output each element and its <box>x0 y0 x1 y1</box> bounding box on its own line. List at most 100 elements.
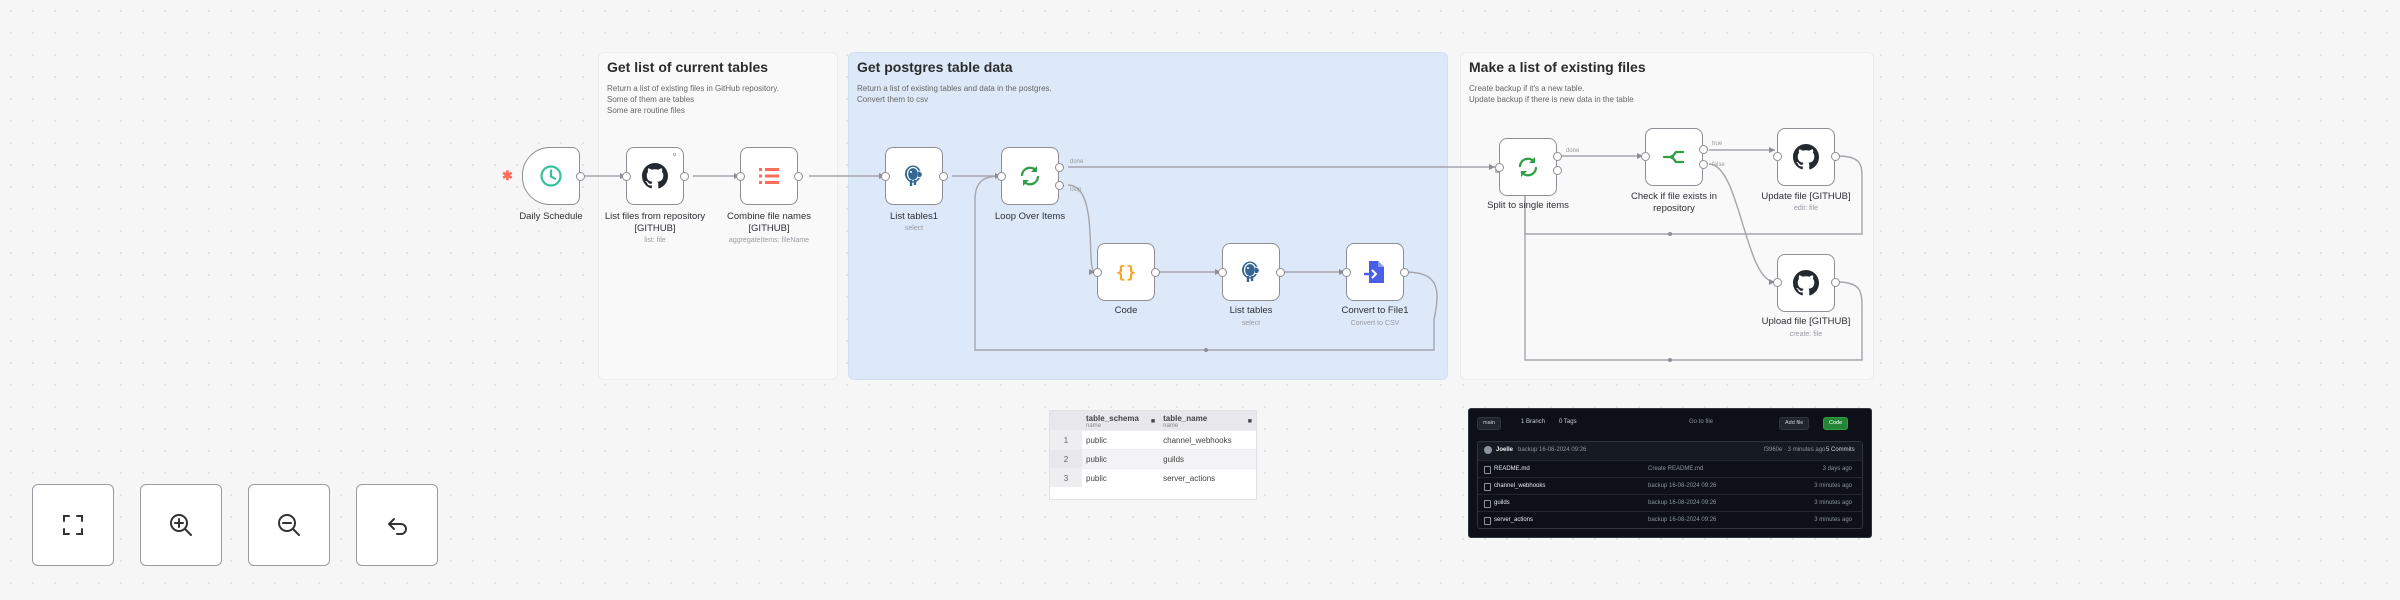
input-port[interactable] <box>622 172 631 181</box>
output-port[interactable] <box>1151 268 1160 277</box>
if-icon <box>1662 150 1685 164</box>
input-port[interactable] <box>881 172 890 181</box>
github-icon <box>1793 270 1819 296</box>
zoom-out-icon <box>278 514 300 536</box>
output-port-false[interactable] <box>1699 160 1708 169</box>
output-port[interactable] <box>680 172 689 181</box>
reset-zoom-icon <box>388 518 407 535</box>
input-port[interactable] <box>1342 268 1351 277</box>
node-label: Split to single items <box>1487 200 1569 211</box>
edge-label-done: done <box>1070 159 1084 165</box>
node-subtitle: select <box>904 225 924 232</box>
node-subtitle: list: file <box>644 237 666 244</box>
zoom-in-icon <box>170 514 192 536</box>
github-icon <box>1793 144 1819 170</box>
output-port[interactable] <box>939 172 948 181</box>
sticky-note-current-tables[interactable]: Get list of current tables Return a list… <box>598 52 838 380</box>
input-port[interactable] <box>1495 163 1504 172</box>
node-subtitle: create: file <box>1789 331 1823 338</box>
zoom-in-button[interactable] <box>140 484 222 566</box>
output-port-loop[interactable] <box>1553 166 1562 175</box>
trigger-bolt-icon: ✱ <box>502 168 513 183</box>
output-port[interactable] <box>1831 278 1840 287</box>
github-icon <box>642 163 668 189</box>
output-port[interactable] <box>576 172 585 181</box>
connection <box>1708 163 1776 283</box>
lock-icon: ■ <box>1247 418 1252 425</box>
go-to-file: Go to file <box>1689 419 1714 425</box>
list-icon <box>759 168 779 184</box>
input-port[interactable] <box>1641 152 1650 161</box>
postgres-icon <box>1242 261 1260 282</box>
output-port[interactable] <box>794 172 803 181</box>
avatar <box>1484 446 1492 454</box>
node-daily-schedule[interactable] <box>522 147 580 205</box>
node-label: List files from repository [GITHUB] <box>604 211 706 234</box>
node-subtitle: aggregateItems: fileName <box>728 237 810 244</box>
node-code[interactable]: {} <box>1097 243 1155 301</box>
node-label: Combine file names [GITHUB] <box>727 211 811 234</box>
sticky-title: Get list of current tables <box>607 59 769 75</box>
output-port-done[interactable] <box>1055 163 1064 172</box>
node-update-file-github[interactable] <box>1777 128 1835 186</box>
node-upload-file-github[interactable] <box>1777 254 1835 312</box>
commits-count: 5 Commits <box>1826 447 1855 453</box>
input-port[interactable] <box>1218 268 1227 277</box>
zoom-out-button[interactable] <box>248 484 330 566</box>
node-label: Daily Schedule <box>519 211 583 222</box>
input-port[interactable] <box>1773 278 1782 287</box>
sticky-title: Get postgres table data <box>857 59 1013 75</box>
output-port-loop[interactable] <box>1055 181 1064 190</box>
github-repo-preview: main 1 Branch 0 Tags Go to file Add file… <box>1468 408 1872 538</box>
node-split-single-items[interactable] <box>1499 138 1557 196</box>
connection <box>1067 184 1096 273</box>
node-subtitle: select <box>1241 320 1261 327</box>
input-port[interactable] <box>1093 268 1102 277</box>
node-convert-to-file[interactable] <box>1346 243 1404 301</box>
output-port-done[interactable] <box>1553 152 1562 161</box>
input-port[interactable] <box>736 172 745 181</box>
output-port[interactable] <box>1831 152 1840 161</box>
loop-icon <box>1518 157 1538 177</box>
input-port[interactable] <box>1773 152 1782 161</box>
postgres-icon <box>905 165 923 186</box>
node-list-tables-postgres[interactable] <box>1222 243 1280 301</box>
reset-zoom-button[interactable] <box>356 484 438 566</box>
clock-icon <box>540 165 562 187</box>
lock-icon: ■ <box>1150 418 1156 425</box>
node-loop-over-items[interactable] <box>1001 147 1059 205</box>
node-label: Check if file exists in repository <box>1630 191 1718 214</box>
commit-hash: f3960e · 3 minutes ago <box>1764 447 1826 453</box>
sticky-note-postgres-data[interactable]: Get postgres table data Return a list of… <box>848 52 1448 380</box>
node-check-file-exists[interactable] <box>1645 128 1703 186</box>
input-port[interactable] <box>997 172 1006 181</box>
node-label: List tables1 <box>889 211 939 222</box>
edge-label-loop: loop <box>1070 187 1082 193</box>
output-port[interactable] <box>1400 268 1409 277</box>
add-file-button: Add file <box>1779 417 1810 430</box>
tags-count: 0 Tags <box>1559 419 1577 425</box>
fit-view-button[interactable] <box>32 484 114 566</box>
loop-icon <box>1020 166 1040 186</box>
output-port-true[interactable] <box>1699 145 1708 154</box>
sticky-text: Return a list of existing files in GitHu… <box>607 84 779 115</box>
code-icon: {} <box>1116 263 1136 283</box>
node-label: Convert to File1 <box>1341 305 1409 316</box>
node-label: Update file [GITHUB] <box>1761 191 1851 202</box>
fit-view-icon <box>63 515 83 535</box>
node-combine-file-names[interactable] <box>740 147 798 205</box>
sticky-note-existing-files[interactable]: Make a list of existing files Create bac… <box>1460 52 1874 380</box>
pin-icon: ▫ <box>673 149 677 159</box>
output-port[interactable] <box>1276 268 1285 277</box>
node-list-tables1-postgres[interactable] <box>885 147 943 205</box>
commit-user: Joelle <box>1496 447 1514 453</box>
commit-message: backup 16-08-2024 09:26 <box>1518 447 1587 453</box>
edge-label-done: done <box>1566 148 1580 154</box>
